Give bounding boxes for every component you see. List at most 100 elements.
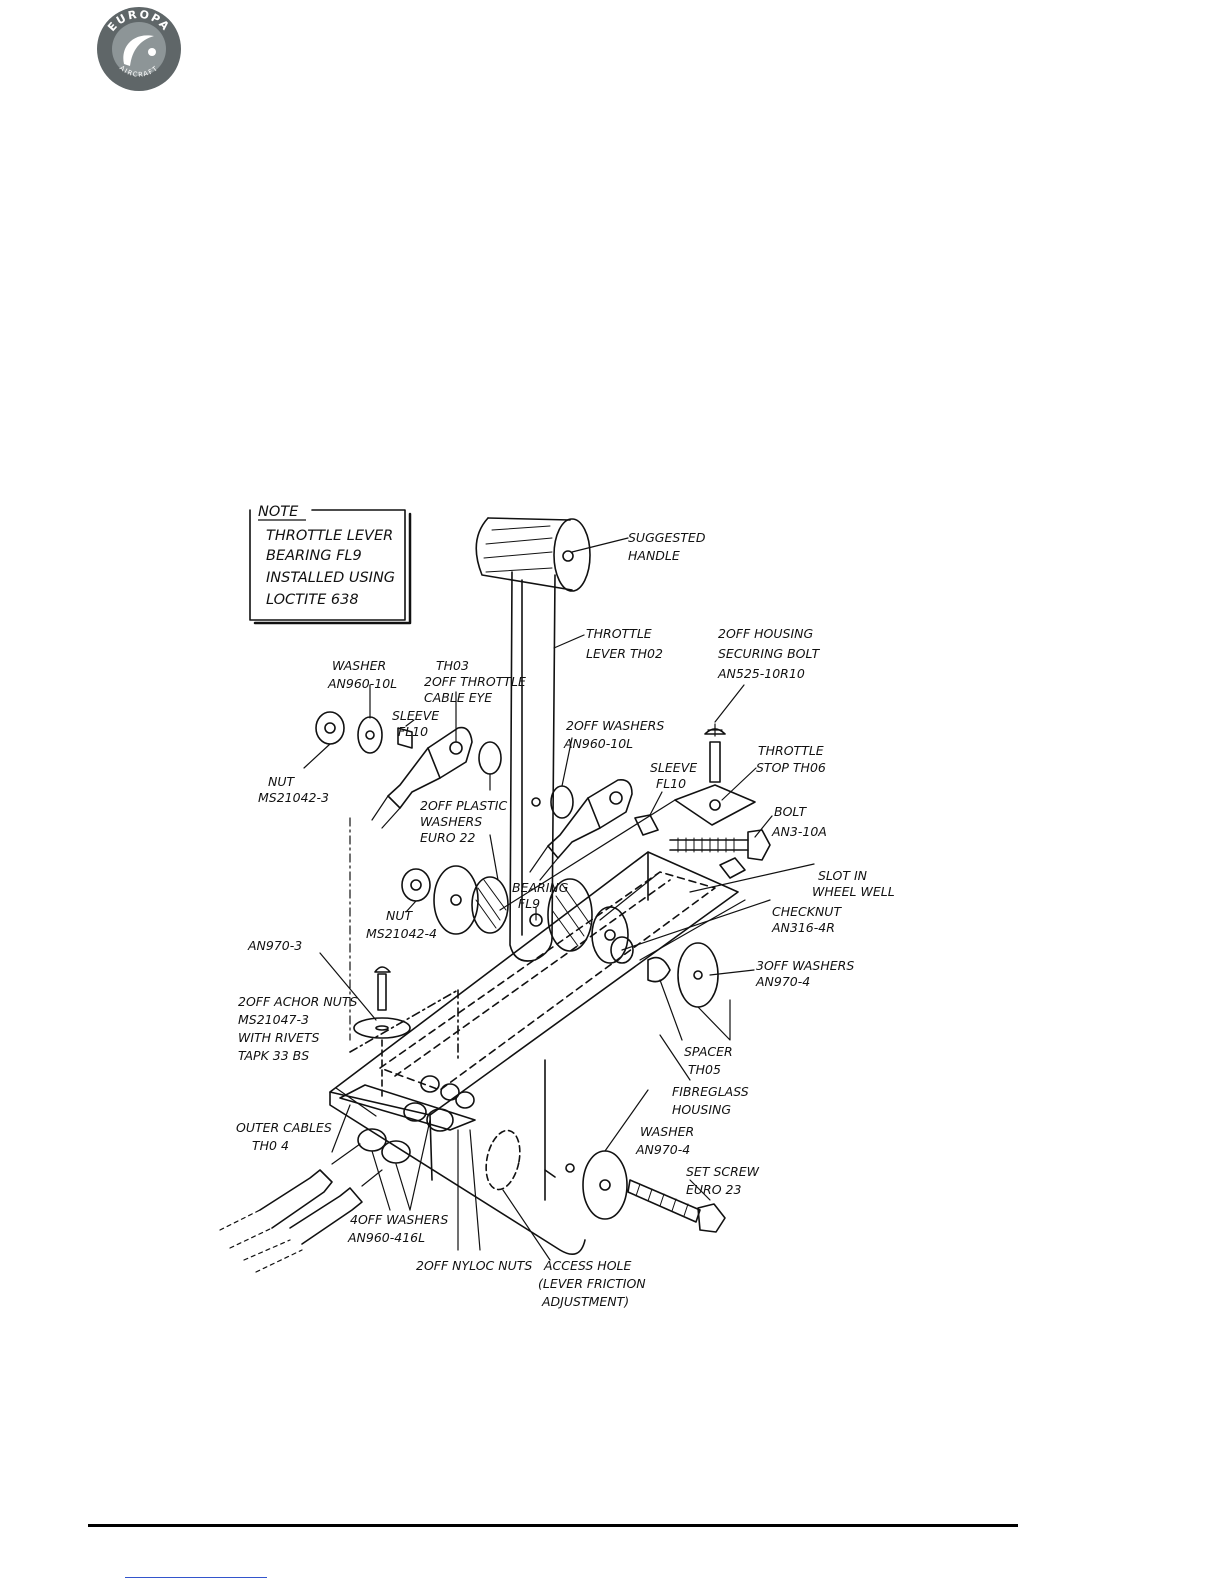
label-housing: HOUSING bbox=[672, 1102, 731, 1117]
label-washer-bottom: WASHER bbox=[640, 1124, 694, 1139]
spacer-th05 bbox=[647, 956, 671, 983]
label-bolt: AN3-10A bbox=[771, 824, 827, 839]
washer-large-left bbox=[433, 865, 479, 935]
label-washers-mid: 2OFF WASHERS bbox=[566, 718, 664, 733]
label-nut-left: NUT bbox=[268, 774, 295, 789]
washer-an960-10l-right bbox=[550, 785, 574, 819]
label-throttle-stop: STOP TH06 bbox=[756, 760, 826, 775]
label-washers-3off: 3OFF WASHERS bbox=[756, 958, 854, 973]
wing-nut bbox=[719, 857, 746, 879]
label-checknut: AN316-4R bbox=[771, 920, 835, 935]
washer-4off-b bbox=[381, 1140, 411, 1164]
label-washers-4off: 4OFF WASHERS bbox=[350, 1212, 448, 1227]
nyloc-nut-a bbox=[420, 1075, 440, 1093]
set-screw-euro23 bbox=[627, 1179, 701, 1223]
label-anchor-nuts: 2OFF ACHOR NUTS bbox=[238, 994, 357, 1009]
label-suggested-handle: HANDLE bbox=[628, 548, 680, 563]
label-slot: WHEEL WELL bbox=[812, 884, 895, 899]
label-washers-3off: AN970-4 bbox=[755, 974, 810, 989]
cable-bracket-plate bbox=[339, 1075, 476, 1164]
plastic-washer-hatched-right bbox=[547, 878, 593, 952]
nyloc-nut-b bbox=[440, 1083, 460, 1101]
washer-large-right bbox=[591, 906, 629, 964]
access-hole bbox=[485, 1129, 521, 1191]
label-throttle-stop: THROTTLE bbox=[758, 743, 824, 758]
label-sleeve-right: FL10 bbox=[656, 776, 686, 791]
label-nut-mid: NUT bbox=[386, 908, 413, 923]
label-outer-cables: OUTER CABLES bbox=[236, 1120, 332, 1135]
label-washer-top: WASHER bbox=[332, 658, 386, 673]
right-cable-eye-assembly bbox=[529, 778, 659, 881]
label-bearing: FL9 bbox=[518, 896, 540, 911]
footer-link-underline[interactable] bbox=[125, 1577, 267, 1578]
fibreglass-housing bbox=[329, 851, 739, 1256]
label-set-screw: EURO 23 bbox=[686, 1182, 741, 1197]
label-anchor-nuts: WITH RIVETS bbox=[238, 1030, 320, 1045]
checknut-an316-4r bbox=[610, 936, 634, 964]
label-suggested-handle: SUGGESTED bbox=[628, 530, 706, 545]
label-plastic-washers: 2OFF PLASTIC bbox=[420, 798, 507, 813]
label-access-hole: ACCESS HOLE bbox=[543, 1258, 632, 1273]
footer-rule bbox=[88, 1524, 1018, 1527]
cable-eye-th03-left bbox=[427, 726, 473, 779]
label-washer-bottom: AN970-4 bbox=[635, 1142, 690, 1157]
washer-an960-10l bbox=[357, 716, 383, 754]
leader-lines bbox=[303, 537, 815, 1261]
note-heading: NOTE bbox=[258, 504, 299, 520]
throttle-assembly-diagram: NOTE THROTTLE LEVER BEARING FL9 INSTALLE… bbox=[219, 504, 895, 1309]
label-sleeve-left: FL10 bbox=[398, 724, 428, 739]
note-line: LOCTITE 638 bbox=[266, 592, 359, 608]
label-anchor-nuts: MS21047-3 bbox=[238, 1012, 309, 1027]
label-plastic-washers: WASHERS bbox=[420, 814, 482, 829]
label-bearing: BEARING bbox=[512, 880, 569, 895]
note-box bbox=[249, 509, 412, 625]
label-access-hole: ADJUSTMENT) bbox=[541, 1294, 629, 1309]
label-nyloc: 2OFF NYLOC NUTS bbox=[416, 1258, 532, 1273]
label-sleeve-right: SLEEVE bbox=[650, 760, 697, 775]
nut-ms21042-4 bbox=[401, 868, 431, 902]
label-an970-3: AN970-3 bbox=[247, 938, 302, 953]
label-housing: FIBREGLASS bbox=[672, 1084, 749, 1099]
cable-eye-th03-right bbox=[587, 778, 633, 829]
note-line: THROTTLE LEVER bbox=[266, 528, 393, 544]
label-nut-mid: MS21042-4 bbox=[366, 926, 437, 941]
label-washers-mid: AN960-10L bbox=[563, 736, 633, 751]
label-checknut: CHECKNUT bbox=[772, 904, 842, 919]
label-cable-eye: TH03 bbox=[436, 658, 469, 673]
suggested-handle bbox=[475, 517, 591, 592]
logo-swoosh bbox=[123, 35, 154, 66]
washer-an970-4-bottom bbox=[582, 1150, 628, 1220]
label-washer-top: AN960-10L bbox=[327, 676, 397, 691]
label-washers-4off: AN960-416L bbox=[347, 1230, 425, 1245]
plastic-washer-left bbox=[478, 741, 502, 775]
label-housing-bolt: AN525-10R10 bbox=[717, 666, 805, 681]
lever-pivot-hole bbox=[531, 797, 541, 807]
diagram-labels: NOTE THROTTLE LEVER BEARING FL9 INSTALLE… bbox=[236, 504, 895, 1309]
label-sleeve-left: SLEEVE bbox=[392, 708, 439, 723]
europa-aircraft-logo: EUROPA AIRCRAFT bbox=[97, 7, 181, 91]
sleeve-fl10-left bbox=[397, 727, 413, 749]
assembly-lines bbox=[349, 799, 746, 1041]
label-cable-eye: 2OFF THROTTLE bbox=[424, 674, 526, 689]
logo-swoosh-dot bbox=[148, 48, 156, 56]
label-housing-bolt: 2OFF HOUSING bbox=[718, 626, 814, 641]
anchor-bolt-assembly bbox=[349, 966, 459, 1101]
label-bolt: BOLT bbox=[774, 804, 808, 819]
outer-cables-th04 bbox=[219, 1143, 383, 1273]
label-access-hole: (LEVER FRICTION bbox=[538, 1276, 646, 1291]
label-throttle-lever: THROTTLE bbox=[586, 626, 652, 641]
sleeve-fl10-right bbox=[634, 814, 659, 836]
label-housing-bolt: SECURING BOLT bbox=[718, 646, 821, 661]
label-set-screw: SET SCREW bbox=[686, 1164, 760, 1179]
label-spacer: SPACER bbox=[684, 1044, 733, 1059]
label-outer-cables: TH0 4 bbox=[252, 1138, 289, 1153]
housing-bolt bbox=[704, 728, 726, 783]
label-spacer: TH05 bbox=[688, 1062, 721, 1077]
wheel-well-slot bbox=[379, 871, 716, 1091]
washer-an970-3 bbox=[353, 1017, 411, 1039]
label-slot: SLOT IN bbox=[818, 868, 868, 883]
label-throttle-lever: LEVER TH02 bbox=[586, 646, 663, 661]
label-cable-eye: CABLE EYE bbox=[424, 690, 492, 705]
throttle-stop bbox=[674, 723, 756, 826]
note-line: BEARING FL9 bbox=[266, 548, 362, 564]
